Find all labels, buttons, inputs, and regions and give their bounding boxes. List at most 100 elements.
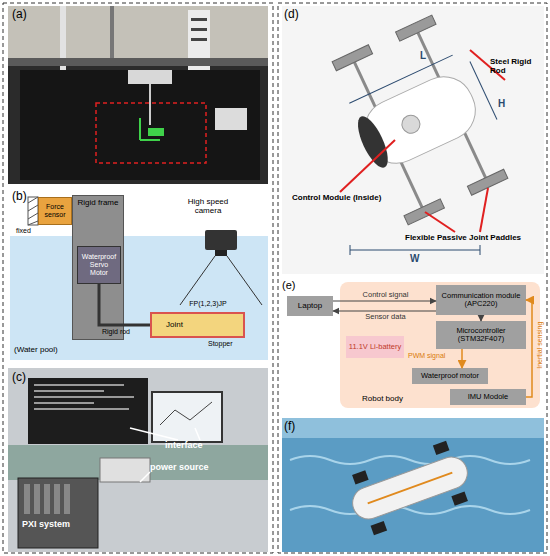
component-box: IMU Modole: [450, 389, 526, 405]
photo-background: [8, 368, 268, 552]
annotation-label: interface: [165, 441, 225, 451]
pxi-module: [24, 484, 30, 514]
highlight-box: [96, 103, 206, 163]
column-frame: [3, 3, 273, 553]
box-label: Force sensor: [41, 203, 69, 218]
hatch: [28, 197, 38, 203]
apparatus: [128, 70, 172, 84]
component-box: Microcontroller (STM32F407): [436, 321, 526, 349]
component-box: 11.1V Li-battery: [346, 336, 404, 358]
screen-line: [34, 384, 124, 386]
water-pool: [10, 236, 268, 360]
hull-window: [399, 112, 423, 136]
axis-marker: [140, 139, 160, 141]
hatch: [28, 221, 38, 225]
axis-marker: [139, 118, 141, 140]
robot-hull: [348, 452, 472, 523]
annotation-label: W: [410, 253, 424, 264]
box-label: Communication module (APC220): [438, 292, 524, 309]
pxi-module: [64, 484, 70, 514]
pxi-chassis: [18, 478, 98, 548]
robot-nose: [352, 112, 394, 171]
tank-rim: [8, 58, 268, 66]
signal-label: Sensor data: [338, 313, 433, 321]
pool-photo: [282, 418, 544, 552]
annotation-label: power source: [150, 463, 230, 473]
tank-interior: [20, 70, 260, 180]
render-background: [282, 6, 544, 274]
component-box: Waterproof motor: [412, 368, 488, 384]
camera-view-line: [227, 256, 262, 305]
column-frame: [278, 3, 547, 553]
block-box: Rigid frameWaterproof Servo Motor: [72, 195, 124, 340]
pxi-module: [54, 484, 60, 514]
device-stripe: [191, 28, 207, 31]
camera-view-line: [180, 256, 215, 305]
hatch: [28, 205, 38, 211]
annotation-label: (Water pool): [14, 346, 84, 355]
model-marker: [148, 128, 164, 136]
box-label: Waterproof Servo Motor: [80, 253, 118, 276]
dimension-tick: [350, 245, 351, 255]
box-label: Robot body: [362, 395, 403, 404]
box-label: Microcontroller (STM32F407): [438, 327, 524, 344]
signal-label: Control signal: [338, 291, 433, 299]
dimension-line: [349, 55, 452, 103]
annotation-label: (e): [282, 279, 312, 291]
annotation-label: Control Module (Inside): [292, 194, 388, 203]
pxi-module: [44, 484, 50, 514]
box-label: 11.1V Li-battery: [349, 343, 401, 351]
annotation-label: Flexible Passive Joint Paddles: [405, 234, 545, 243]
box-label: Waterproof motor: [421, 372, 479, 380]
paddle: [396, 15, 436, 41]
annotation-label: (b): [12, 190, 52, 203]
pointer-arrow: [425, 212, 455, 232]
dimension-line: [350, 250, 480, 251]
block-box: Laptop: [287, 296, 333, 316]
annotation-label: Steel Rigid Rod: [490, 58, 542, 76]
annotation-label: (d): [284, 8, 324, 21]
pool-surface: [282, 418, 544, 438]
annotation-label: H: [498, 98, 512, 109]
screen-plot: [160, 402, 212, 425]
signal-label: Rigid rod: [102, 328, 147, 336]
apparatus: [215, 108, 247, 130]
camera-body: [205, 230, 237, 250]
photo-background: [8, 6, 268, 184]
box-label: Laptop: [298, 302, 322, 311]
annotation-label: (f): [284, 420, 324, 433]
water-caustic: [290, 506, 530, 514]
monitor: [152, 392, 222, 442]
dimension-tick: [480, 245, 481, 255]
annotation-label: (a): [12, 8, 52, 21]
pipe: [110, 6, 114, 66]
screen-line: [34, 390, 104, 392]
fixed-wall: [28, 197, 38, 225]
monitor: [28, 378, 148, 444]
screen-line: [34, 396, 134, 398]
pointer-line: [130, 428, 178, 440]
block-box: Robot body Communication module (APC220) 1…: [340, 282, 540, 408]
pointer-arrow: [480, 188, 488, 232]
orange-stripe: [368, 473, 453, 504]
pointer-line: [195, 428, 200, 440]
camera-lens: [215, 250, 227, 256]
paddle: [332, 45, 372, 71]
annotation-label: High speed camera: [178, 198, 238, 216]
block-box: Force sensor: [38, 197, 72, 225]
annotation-label: L: [420, 50, 434, 61]
screen-line: [34, 408, 129, 410]
screen-line: [34, 402, 94, 404]
signal-label: PWM signal: [408, 352, 460, 360]
paddle: [352, 470, 369, 484]
robot-photo: [343, 437, 478, 538]
hatch: [28, 213, 38, 219]
annotation-label: Stopper: [208, 340, 258, 348]
annotation-label: (c): [12, 371, 52, 384]
paddle: [451, 492, 468, 506]
water-caustic: [290, 456, 530, 464]
device-stripe: [191, 18, 207, 21]
component-box: Communication module (APC220): [436, 285, 526, 315]
device-stripe: [191, 38, 207, 41]
